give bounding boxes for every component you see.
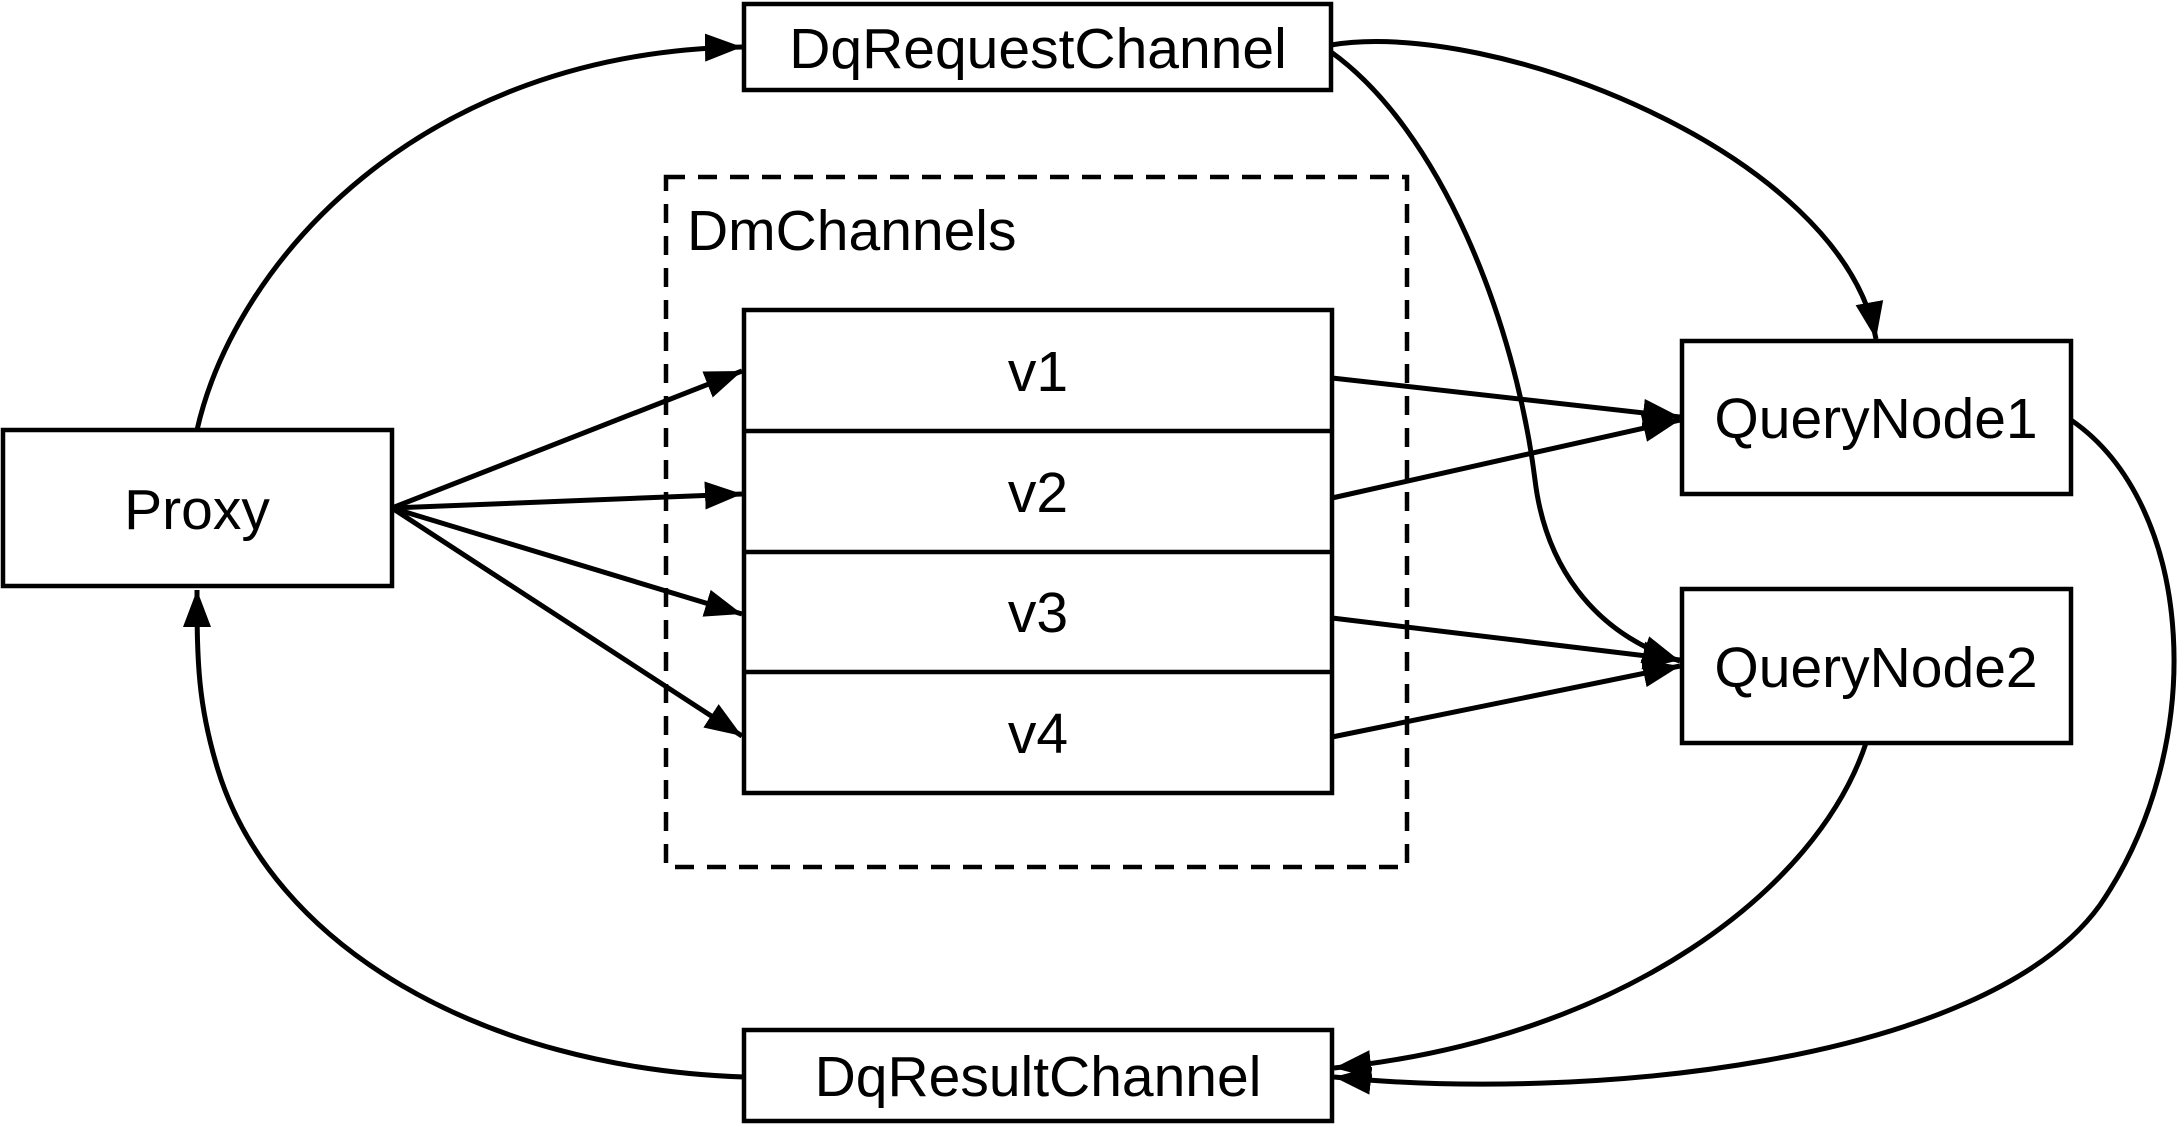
edge-proxy-to-v1 (391, 368, 743, 511)
dm-channels-border (663, 174, 1410, 870)
edge-dq-request-channel-to-query-node-1 (1330, 39, 1884, 340)
edge-v1-to-query-node-1 (1331, 375, 1681, 427)
edge-v4-to-query-node-2 (1331, 659, 1681, 740)
edge-v3-to-query-node-2 (1331, 615, 1681, 670)
dq-result-channel-box (741, 1027, 1335, 1124)
channel-row-v2-label: v2 (1008, 461, 1068, 525)
edge-dq-request-channel-to-query-node-2 (1329, 49, 1681, 664)
dq-request-channel-box (741, 1, 1334, 93)
query-node-2-box (1679, 586, 2074, 746)
dq-request-channel-label: DqRequestChannel (789, 17, 1287, 81)
edge-v2-to-query-node-1 (1331, 414, 1681, 501)
dm-channels-group: DmChannels v1 v2 v3 v4 (663, 174, 1410, 870)
node-dq-result-channel: DqResultChannel (741, 1027, 1335, 1124)
dm-channels-label: DmChannels (687, 199, 1016, 263)
proxy-box (0, 427, 395, 589)
edge-proxy-to-v4 (390, 505, 744, 739)
channel-table: v1 v2 v3 v4 (741, 307, 1335, 796)
dq-result-channel-label: DqResultChannel (815, 1045, 1262, 1109)
edge-query-node-2-to-dq-result-channel (1333, 742, 1869, 1079)
proxy-label: Proxy (124, 478, 270, 542)
query-node-1-box (1679, 338, 2074, 497)
edge-query-node-1-to-dq-result-channel (1333, 417, 2177, 1095)
channel-row-v4-label: v4 (1008, 702, 1068, 766)
edge-dq-result-channel-to-proxy (183, 589, 745, 1080)
query-node-1-label: QueryNode1 (1714, 387, 2037, 451)
edge-proxy-to-dq-request-channel (194, 33, 743, 431)
channel-row-v3-label: v3 (1008, 581, 1068, 645)
query-node-2-label: QueryNode2 (1714, 636, 2037, 700)
node-query-node-1: QueryNode1 (1679, 338, 2074, 497)
edge-proxy-to-v3 (391, 505, 743, 617)
node-query-node-2: QueryNode2 (1679, 586, 2074, 746)
channel-row-v1-label: v1 (1008, 340, 1068, 404)
edge-proxy-to-v2 (391, 481, 743, 511)
node-proxy: Proxy (0, 427, 395, 589)
node-dq-request-channel: DqRequestChannel (741, 1, 1334, 93)
